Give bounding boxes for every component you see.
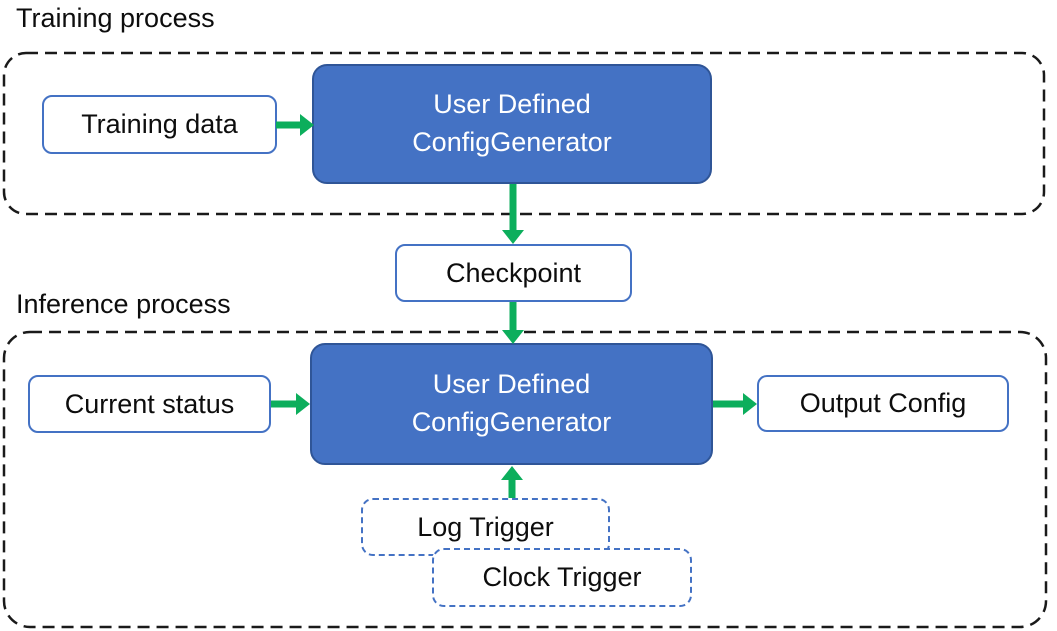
log-trigger-box: Log Trigger <box>361 498 610 556</box>
output-config-label: Output Config <box>799 388 967 418</box>
training-data-label: Training data <box>81 109 238 139</box>
inference-process-title: Inference process <box>16 289 231 319</box>
arrow-generator-to-output-icon <box>713 393 757 415</box>
arrow-current-status-to-generator-icon <box>271 393 310 415</box>
log-trigger-label: Log Trigger <box>417 511 554 542</box>
checkpoint-box: Checkpoint <box>395 244 632 302</box>
arrow-training-data-to-generator-icon <box>276 114 314 136</box>
clock-trigger-label: Clock Trigger <box>482 562 642 592</box>
training-process-container <box>2 51 1046 216</box>
arrow-generator-to-checkpoint-icon <box>502 184 524 244</box>
inference-config-generator-label: User Defined ConfigGenerator <box>411 369 612 437</box>
training-config-generator-label: User Defined ConfigGenerator <box>412 89 612 157</box>
training-process-title: Training process <box>16 3 215 33</box>
training-config-generator-box: User Defined ConfigGenerator <box>312 64 712 184</box>
clock-trigger-box: Clock Trigger <box>432 548 692 607</box>
inference-config-generator-box: User Defined ConfigGenerator <box>310 343 713 465</box>
output-config-box: Output Config <box>757 375 1009 432</box>
training-data-box: Training data <box>42 95 277 154</box>
arrow-checkpoint-to-generator-icon <box>502 302 524 344</box>
current-status-box: Current status <box>28 375 271 433</box>
arrow-triggers-to-generator-icon <box>501 466 523 498</box>
checkpoint-label: Checkpoint <box>445 257 582 288</box>
inference-process-container <box>2 330 1048 629</box>
current-status-label: Current status <box>64 388 235 419</box>
